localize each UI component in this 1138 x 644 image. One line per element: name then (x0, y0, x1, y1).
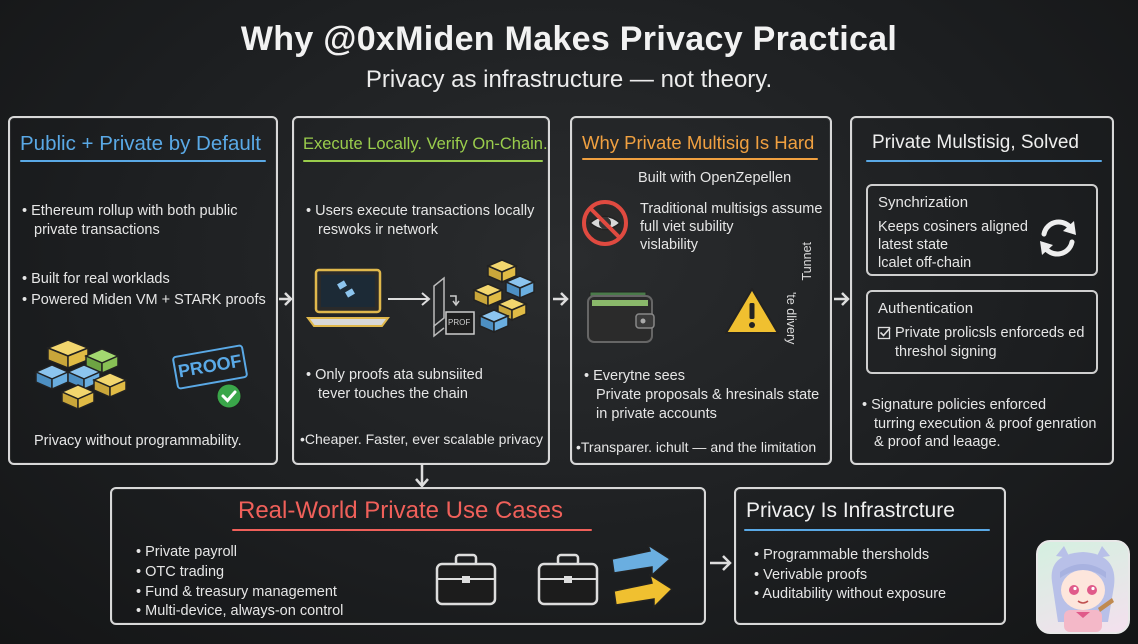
warning-icon (725, 288, 779, 334)
bullet-text: Users execute transactions locally (306, 202, 534, 221)
panel-multisig-hard: Why Private Multisig Is Hard Built with … (570, 116, 832, 465)
briefcase-icon (537, 553, 599, 606)
panel-footer: Privacy without programmability. (34, 433, 242, 449)
title-underline (303, 160, 543, 162)
card-text: threshol signing (895, 344, 997, 360)
flow-arrow (553, 292, 569, 306)
page-title: Why @0xMiden Makes Privacy Practical (240, 20, 898, 58)
use-case-item: Fund & treasury management (136, 583, 337, 602)
auth-card: Authentication Private prolicsls enforce… (866, 290, 1098, 374)
card-text: latest state (878, 237, 949, 253)
bullet-text: & proof and leaage. (874, 434, 1001, 450)
use-case-item: OTC trading (136, 563, 224, 582)
infrastructure-item: Verivable proofs (754, 566, 867, 585)
side-note-text: 'te dlivery (784, 292, 798, 345)
panel-title: Real-World Private Use Cases (238, 497, 563, 524)
transfer-arrows-icon (611, 543, 674, 609)
panel-footer: •Transparer. ichult — and the limitation (576, 439, 817, 455)
card-title: Synchrization (878, 194, 969, 211)
title-underline (866, 160, 1102, 162)
body-text: full viet subility (640, 219, 734, 235)
anime-character-icon (1051, 546, 1115, 632)
check-icon (216, 383, 242, 409)
proof-badge-label: PROOF (176, 350, 244, 382)
side-note: Tunnet 'te dlivery (784, 242, 830, 352)
bullet-text: Built for real worklads (22, 270, 170, 289)
document-label: PROF (448, 318, 471, 327)
bullet-text: Only proofs ata subnsiited (306, 366, 483, 385)
page-subtitle: Privacy as infrastructure — not theory. (365, 66, 773, 93)
flow-arrow-down (415, 464, 429, 488)
use-case-item: Private payroll (136, 543, 237, 562)
body-text: vislability (640, 237, 699, 253)
flow-arrow (710, 555, 732, 571)
panel-subtitle: Built with OpenZepellen (638, 170, 792, 186)
panel-infrastructure: Privacy Is Infrastrcture Programmable th… (734, 487, 1006, 625)
card-title: Authentication (878, 300, 974, 317)
card-text: Private prolicsls enforceds ed (895, 325, 1085, 341)
title-underline (744, 529, 990, 531)
bullet-text: reswoks ir network (318, 222, 439, 238)
flow-arrow (279, 292, 293, 306)
bullet-text: in private accounts (596, 406, 717, 422)
bullet-text: turring execution & proof genration (874, 416, 1097, 432)
arrow-icon (388, 292, 431, 306)
panel-public-private: Public + Private by Default Ethereum rol… (8, 116, 278, 465)
panel-execute-locally: Execute Locally. Verify On-Chain. Users … (292, 116, 550, 465)
bullet-text: Ethereum rollup with both public (22, 202, 237, 221)
checkbox-icon (877, 326, 891, 340)
bullet-text: tever touches the chain (318, 386, 468, 402)
title-underline (582, 158, 818, 160)
panel-use-cases: Real-World Private Use Cases Private pay… (110, 487, 706, 625)
bullet-text: Powered Miden VM + STARK proofs (22, 291, 266, 310)
use-case-item: Multi-device, always-on control (136, 602, 343, 621)
bullet-text: Everytne sees (584, 367, 685, 386)
panel-title: Public + Private by Default (20, 132, 261, 155)
avatar (1036, 540, 1130, 634)
panel-footer: •Cheaper. Faster, ever scalable privacy (300, 431, 544, 447)
card-text: Keeps cosiners aligned (878, 219, 1028, 235)
panel-title: Why Private Multisig Is Hard (582, 132, 815, 153)
bullet-text: Signature policies enforced (862, 396, 1046, 415)
bullet-text: private transactions (34, 222, 160, 238)
no-visibility-icon (582, 200, 628, 246)
wallet-icon (587, 291, 655, 343)
infrastructure-item: Programmable thersholds (754, 546, 929, 565)
document-icon (433, 276, 475, 338)
blockchain-cubes-icon (472, 259, 536, 334)
body-text: Traditional multisigs assume (640, 201, 823, 217)
briefcase-icon (435, 553, 497, 606)
data-cubes-icon (34, 339, 128, 411)
infrastructure-item: Auditability without exposure (754, 585, 946, 604)
panel-title: Private Mulstisig, Solved (872, 132, 1079, 153)
sync-icon (1040, 219, 1076, 257)
flow-arrow (834, 292, 850, 306)
sync-card: Synchrization Keeps cosiners aligned lat… (866, 184, 1098, 276)
panel-title: Privacy Is Infrastrcture (746, 499, 955, 522)
laptop-icon (306, 268, 390, 327)
bullet-text: Private proposals & hresinals state (596, 387, 820, 403)
card-text: lcalet off-chain (878, 255, 972, 271)
title-underline (232, 529, 592, 531)
side-note-text: Tunnet (800, 242, 814, 281)
panel-title: Execute Locally. Verify On-Chain. (303, 135, 548, 153)
title-underline (20, 160, 266, 162)
panel-multisig-solved: Private Mulstisig, Solved Synchrization … (850, 116, 1114, 465)
